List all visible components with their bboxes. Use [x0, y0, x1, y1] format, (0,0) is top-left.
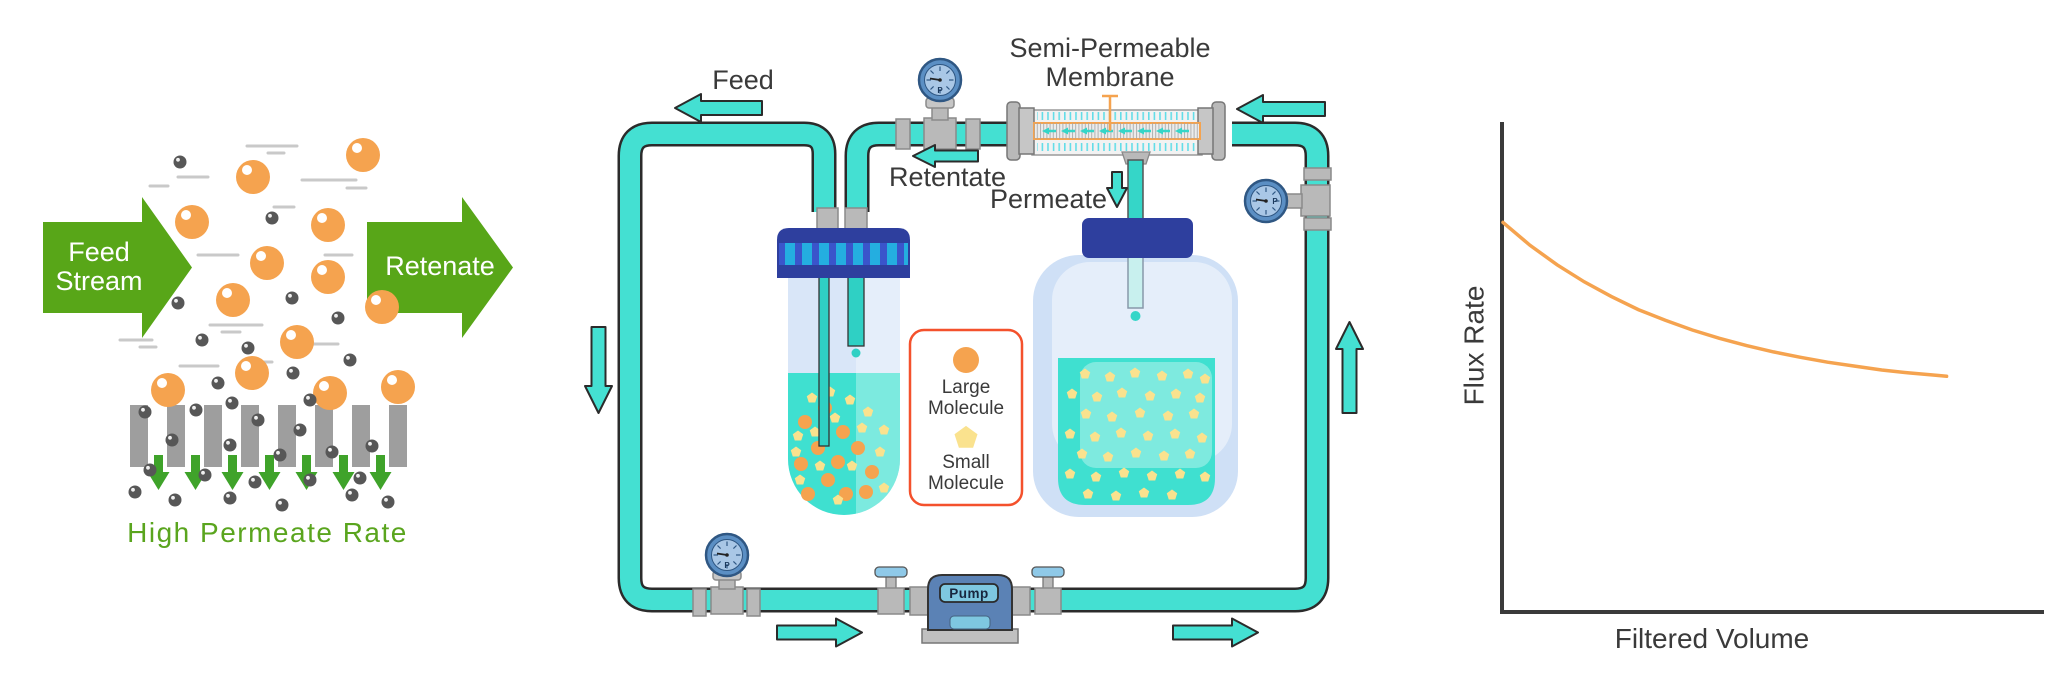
y-axis-label: Flux Rate — [1458, 285, 1490, 406]
retenate-arrow — [367, 197, 513, 338]
gauge-letter: P — [1272, 197, 1278, 206]
retentate-pipe-label: Retentate — [888, 162, 1007, 192]
pump-label: Pump — [949, 586, 989, 601]
bottom-flow-arrow-right — [1172, 617, 1259, 648]
pump — [909, 574, 1031, 644]
gauge-letter: P — [724, 561, 730, 570]
pressure-gauge-bottom: P — [704, 532, 750, 615]
retenate-arrow-label: Retenate — [385, 251, 495, 281]
legend-large-molecule-icon — [953, 347, 979, 373]
pressure-gauge-right: P — [1243, 178, 1331, 224]
permeate-flow-arrow — [1106, 171, 1128, 208]
permeate-tube-inner — [1127, 255, 1144, 309]
membrane-module — [1006, 94, 1226, 165]
drip — [1130, 311, 1141, 321]
valve-right — [1031, 566, 1065, 615]
permeate-tube — [1127, 159, 1144, 221]
feed-liquid — [788, 373, 900, 515]
up-flow-arrow — [1335, 321, 1364, 414]
membrane-bars — [130, 405, 407, 467]
permeate-flow-ticks-top — [1037, 112, 1197, 120]
feed-stream-arrow-label: Feed Stream — [55, 237, 143, 296]
drip — [851, 348, 861, 358]
left-panel-illustration — [43, 138, 513, 512]
flux-chart — [1500, 122, 2044, 614]
down-flow-arrow — [584, 326, 613, 414]
legend-box — [908, 328, 1024, 507]
x-axis-label: Filtered Volume — [1614, 623, 1810, 654]
legend-large-molecule-label: Large Molecule — [927, 377, 1005, 419]
permeate-pipe-label: Permeate — [989, 184, 1107, 214]
flux-curve — [1501, 220, 1949, 379]
pipe-loop — [617, 121, 1330, 613]
tff-loop-diagram: P P P — [584, 57, 1364, 648]
permeate-jar — [1033, 218, 1238, 517]
feed-vessel — [777, 228, 910, 515]
retentate-flow-arrow — [912, 144, 979, 168]
bottom-flow-arrow-left — [776, 617, 863, 648]
high-permeate-rate-caption: High Permeate Rate — [127, 517, 408, 548]
dip-tube-long — [818, 275, 830, 447]
feed-flow-arrow — [674, 93, 763, 123]
legend-small-molecule-label: Small Molecule — [927, 452, 1005, 494]
inlet-flow-arrow — [1236, 94, 1326, 124]
pipe-fittings — [692, 118, 1332, 617]
permeate-jar-cap — [1082, 218, 1193, 258]
pressure-gauge-top: P — [917, 57, 963, 150]
return-tube — [847, 275, 865, 347]
feed-stream-arrow — [43, 197, 192, 338]
valve-left — [874, 566, 908, 615]
feed-pipe-label: Feed — [712, 65, 774, 95]
flow-arrows — [584, 93, 1364, 648]
gauge-letter: P — [937, 86, 943, 95]
membrane-label: Semi-Permeable Membrane — [1009, 33, 1211, 92]
permeate-flow-ticks-bottom — [1037, 143, 1197, 151]
